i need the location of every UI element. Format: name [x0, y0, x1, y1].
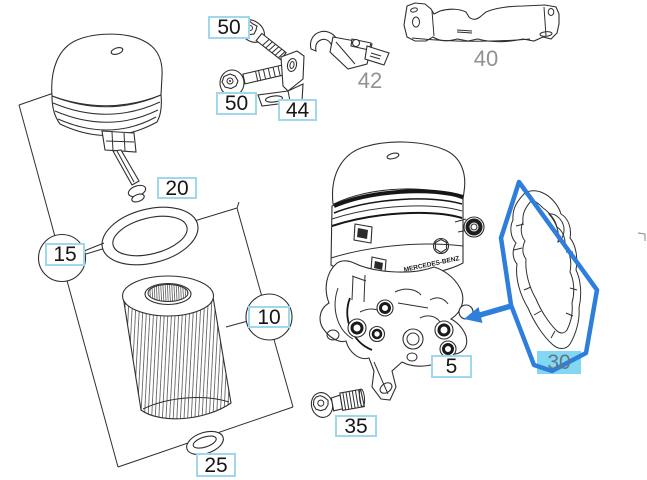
sealing-ring-drawing: [101, 206, 199, 266]
bracket-40-drawing: [403, 2, 560, 43]
highlight-arrow: [464, 303, 512, 323]
part-label-50-top[interactable]: 50: [208, 16, 250, 39]
part-label-10[interactable]: 10: [248, 306, 290, 328]
part-label-15[interactable]: 15: [45, 243, 85, 266]
highlight-outline: [498, 179, 600, 374]
artifact-mark: [637, 232, 646, 241]
part-label-44[interactable]: 44: [278, 99, 317, 121]
bolt-35-drawing: [310, 388, 366, 418]
filter-cap-drawing: [51, 33, 163, 203]
part-label-40[interactable]: 40: [473, 46, 499, 71]
part-label-5[interactable]: 5: [431, 355, 472, 378]
part-label-20[interactable]: 20: [157, 177, 197, 199]
part-label-35[interactable]: 35: [335, 415, 377, 437]
part-label-25[interactable]: 25: [196, 453, 236, 477]
bracket-42-drawing: [309, 30, 390, 70]
screw-50-front-drawing: [219, 62, 294, 97]
part-label-42[interactable]: 42: [357, 68, 383, 93]
filter-element-drawing: [121, 275, 232, 420]
o-ring-small-drawing: [186, 430, 224, 456]
filter-housing-drawing: MERCEDES-BENZ: [319, 141, 485, 401]
gasket-drawing: [510, 190, 582, 349]
part-label-50-front[interactable]: 50: [216, 92, 257, 115]
part-label-30-highlighted[interactable]: 30: [547, 351, 571, 374]
